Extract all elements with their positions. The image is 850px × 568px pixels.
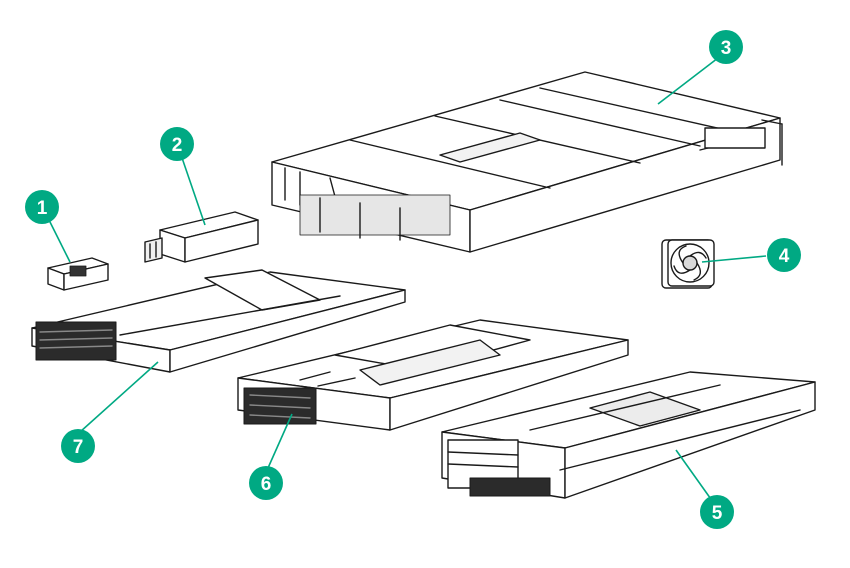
callout-4: 4 [767, 238, 801, 272]
callout-number: 2 [172, 135, 183, 156]
callout-circle [25, 190, 59, 224]
callout-circle [709, 30, 743, 64]
callout-circle [249, 466, 283, 500]
leader-line-1 [46, 215, 71, 263]
callout-number: 6 [261, 474, 272, 495]
callout-number: 7 [73, 437, 84, 458]
leader-line-4 [701, 255, 767, 263]
leader-line-3 [657, 57, 719, 105]
power-supply-illustration [144, 211, 259, 263]
callout-circle [160, 127, 194, 161]
callout-circle [767, 238, 801, 272]
callout-1: 1 [25, 190, 59, 224]
callout-circle [61, 429, 95, 463]
chassis-illustration [271, 71, 783, 253]
callout-6: 6 [249, 466, 283, 500]
callout-number: 3 [721, 38, 732, 59]
callout-number: 1 [37, 198, 48, 219]
callout-7: 7 [61, 429, 95, 463]
callout-2: 2 [160, 127, 194, 161]
leader-line-7 [79, 361, 159, 433]
leader-line-6 [267, 413, 293, 469]
callout-5: 5 [700, 495, 734, 529]
callout-number: 5 [712, 503, 723, 524]
blank-tray-illustration [31, 269, 406, 373]
callout-circle [700, 495, 734, 529]
leader-line-2 [179, 151, 206, 226]
leader-line-5 [675, 449, 714, 503]
server-node-illustration [237, 319, 629, 431]
callout-3: 3 [709, 30, 743, 64]
tray-5-illustration [441, 371, 816, 499]
fan-illustration [661, 239, 715, 289]
callout-number: 4 [779, 246, 790, 267]
component-1-illustration [47, 257, 109, 291]
